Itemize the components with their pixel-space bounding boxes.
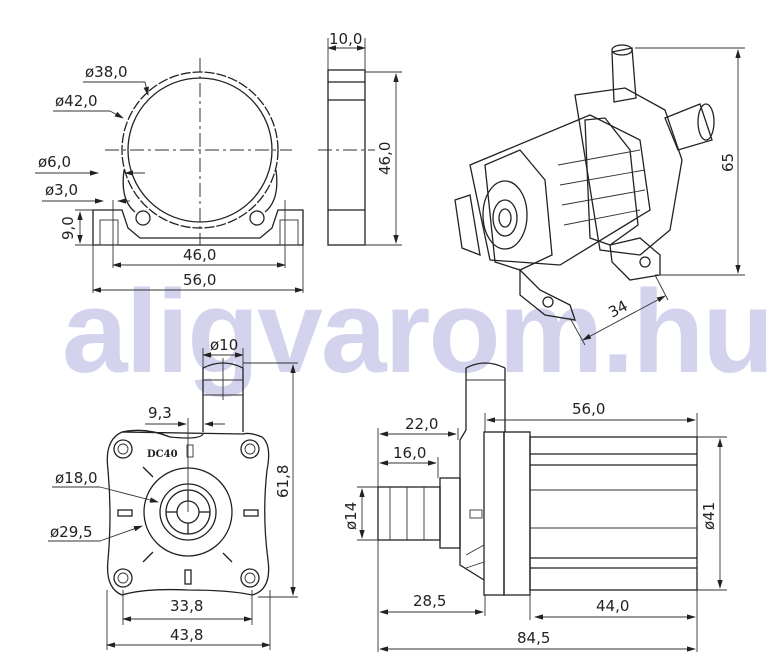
dim-motor-length: 56,0 [572, 400, 605, 418]
pump-side-view: 56,0 22,0 16,0 ø14 ø41 28,5 44,0 84,5 [342, 362, 727, 652]
dim-housing-d: ø29,5 [50, 523, 93, 541]
dim-base-width: 56,0 [183, 271, 216, 289]
dim-flange-width: 43,8 [170, 626, 203, 644]
dim-height: 46,0 [376, 142, 394, 175]
dim-hole-spacing-front: 33,8 [170, 597, 203, 615]
dim-motor-body: 44,0 [596, 597, 629, 615]
dim-d-outer: ø42,0 [55, 92, 98, 110]
dim-hole-spacing: 46,0 [183, 246, 216, 264]
dim-d-inner: ø38,0 [85, 63, 128, 81]
dim-hole-inner: ø3,0 [45, 181, 78, 199]
pump-front-view: DC40 ø10 9,3 ø18,0 ø29,5 61,8 33,8 43,8 [48, 336, 298, 650]
model-mark: DC40 [147, 449, 178, 460]
dim-iso-height: 65 [719, 153, 737, 172]
dim-inlet-to-volute: 22,0 [405, 415, 438, 433]
dim-outlet-offset: 9,3 [148, 404, 172, 422]
dim-total-length: 84,5 [517, 629, 550, 647]
dim-motor-d: ø41 [700, 502, 718, 530]
dim-inlet-to-flange: 28,5 [413, 592, 446, 610]
dim-pump-height: 61,8 [274, 465, 292, 498]
mount-front-view: ø38,0 ø42,0 ø6,0 ø3,0 9,0 46,0 56,0 [35, 58, 304, 293]
watermark: aligvarom.hu [62, 266, 772, 398]
dim-inlet-length: 16,0 [393, 444, 426, 462]
dim-hole-outer: ø6,0 [38, 153, 71, 171]
dim-thickness: 10,0 [329, 30, 362, 48]
dim-base-height: 9,0 [59, 216, 77, 240]
dim-outlet-d: ø10 [210, 336, 238, 354]
dim-inlet-d-side: ø14 [342, 502, 360, 530]
mount-side-view: 10,0 46,0 [318, 30, 402, 246]
dim-inlet-d: ø18,0 [55, 469, 98, 487]
